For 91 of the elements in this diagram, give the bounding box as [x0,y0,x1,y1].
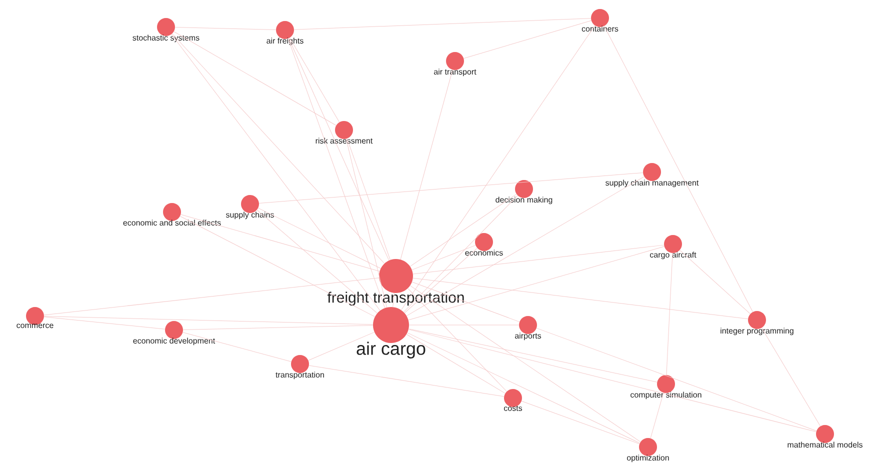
keyword-node: transportation [276,355,324,380]
network-link [44,278,380,316]
keyword-node: freight transportation [327,259,464,306]
node-label: cargo aircraft [650,252,696,260]
network-link [44,316,166,330]
node-label: air cargo [356,342,426,358]
network-link [180,214,380,272]
network-link [182,332,292,362]
node-label: transportation [276,372,324,380]
network-link [408,329,816,432]
node-label: mathematical models [788,442,862,448]
node-label: supply chain management [606,180,699,188]
node-label: decision making [496,196,552,204]
network-link [44,316,374,325]
keyword-node: airports [515,316,542,340]
node-label: computer simulation [630,392,702,400]
network-link [412,244,664,274]
node-label: airports [515,332,542,340]
node-label: air transport [434,68,476,76]
network-link [464,20,592,59]
network-link [666,252,673,376]
network-link [536,328,817,432]
keyword-node: air freights [266,21,304,46]
keyword-node: air cargo [356,307,426,358]
keyword-node: economic development [133,321,216,346]
keyword-node: economic and social effects [123,203,221,226]
network-link [258,208,381,269]
network-link [761,328,821,426]
network-link [346,138,387,308]
network-link [408,288,507,392]
network-link [289,38,340,122]
network-link [288,38,390,261]
network-link [412,245,476,270]
keyword-node: supply chain management [606,163,699,188]
node-label: economic development [133,338,216,346]
keyword-node: commerce [16,307,54,328]
node-label: risk assessment [316,138,373,144]
network-link [410,194,517,267]
network-link [408,328,658,382]
network-link [650,392,664,438]
keyword-node: cargo aircraft [650,235,696,260]
node-label: supply chains [226,212,274,220]
keyword-node: integer programming [720,311,794,336]
keyword-node: optimization [627,438,669,462]
keyword-node: mathematical models [788,425,862,448]
network-link [308,332,375,361]
node-label: freight transportation [327,292,464,306]
network-link [294,18,592,30]
network-link [401,25,596,310]
network-link [180,216,376,317]
network-link [408,246,664,320]
network-link [171,34,380,311]
keyword-node: decision making [496,180,552,204]
node-label: containers [582,26,618,32]
network-link [680,250,750,314]
network-link [288,38,386,308]
network-link [403,195,518,312]
keyword-node: containers [582,9,618,32]
network-link [412,278,748,320]
network-link [521,400,640,444]
node-label: stochastic systems [132,34,200,42]
keyword-node: economics [465,233,503,256]
network-link [346,138,390,260]
node-label: economic and social effects [123,220,221,226]
node-label: air freights [266,38,304,46]
network-link [410,285,641,442]
keyword-node: computer simulation [630,375,702,400]
network-link [182,325,374,330]
network-link [392,292,394,308]
network-link [172,34,385,264]
network-link [258,172,644,204]
network-link [412,282,520,322]
node-label: commerce [16,324,54,328]
keyword-node: air transport [434,52,476,76]
network-link [400,70,453,260]
network-link [604,26,753,312]
network-link [406,334,506,394]
node-label: integer programming [720,328,794,336]
network-link [256,210,378,314]
keyword-node: costs [504,389,522,411]
network-link [174,31,336,126]
network-link [308,365,504,397]
node-label: optimization [626,454,669,462]
node-label: economics [465,250,503,256]
network-link [407,332,640,444]
network-link [406,176,644,316]
keyword-node: risk assessment [316,121,373,144]
network-link [174,27,276,30]
network-link [404,248,478,314]
keyword-node: supply chains [226,195,274,220]
keyword-node: stochastic systems [132,18,200,42]
